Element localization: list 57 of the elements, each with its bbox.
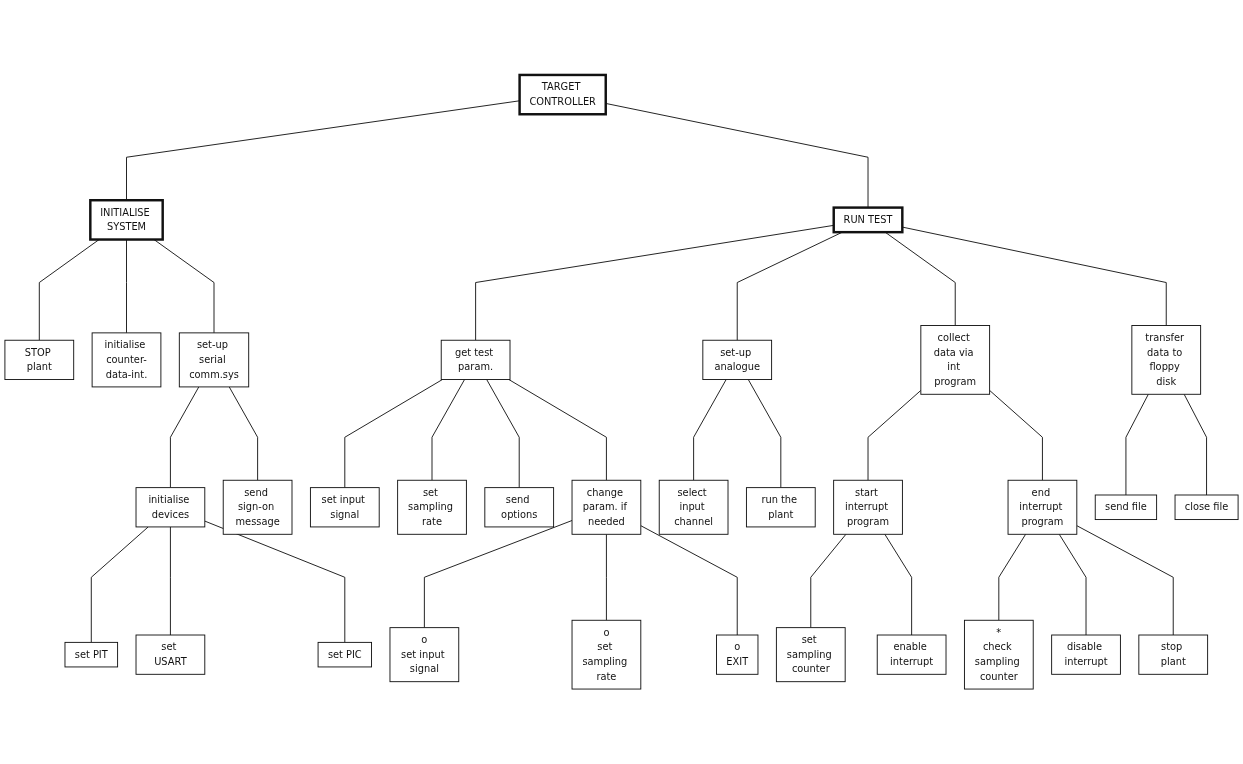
node-box: * check sampling counter (964, 619, 1034, 690)
node-box: send sign-on message (222, 479, 293, 535)
node-box: run the plant (745, 487, 816, 528)
node-box: set sampling counter (775, 627, 846, 683)
node-box: o set sampling rate (571, 619, 642, 690)
node-box: o set input signal (389, 627, 460, 683)
node-box: STOP plant (4, 339, 75, 380)
connector (508, 379, 607, 481)
node-box: initialise counter-data-int. (91, 332, 162, 388)
connector (431, 379, 465, 481)
node-box: INITIALISE SYSTEM (89, 199, 164, 241)
connector (423, 520, 573, 629)
node-box: get test param. (440, 339, 511, 380)
connector (1076, 525, 1174, 636)
node-box: end interrupt program (1007, 479, 1078, 535)
connector (747, 379, 782, 489)
connector (169, 526, 171, 636)
node-box: select input channel (658, 479, 729, 535)
connector (344, 379, 443, 489)
node-box: o EXIT (716, 634, 759, 675)
node-box: initialise devices (135, 487, 206, 528)
connector (126, 239, 127, 334)
node-box: close file (1174, 494, 1239, 520)
connector (90, 526, 149, 643)
node-box: start interrupt program (833, 479, 903, 535)
connector (1183, 393, 1207, 496)
node-box: send file (1094, 494, 1158, 520)
node-box: enable interrupt (876, 634, 947, 675)
node-box: send options (484, 487, 555, 528)
connector (228, 386, 259, 481)
connector (989, 389, 1043, 481)
connector (169, 386, 200, 489)
node-box: RUN TEST (832, 206, 904, 234)
connector (605, 533, 607, 621)
connector (1058, 533, 1087, 636)
node-box: stop plant (1138, 634, 1209, 675)
connector (884, 533, 913, 636)
connector (640, 525, 738, 636)
node-box: set-up analogue (702, 339, 773, 380)
node-box: disable interrupt (1051, 634, 1121, 675)
node-box: transfer data to floppy disk (1131, 325, 1202, 395)
node-box: collect data via int program (920, 325, 991, 395)
node-box: set PIT (64, 641, 119, 668)
connector (1125, 393, 1149, 496)
node-box: set sampling rate (397, 479, 467, 535)
node-box: TARGET CONTROLLER (518, 73, 607, 116)
connector (486, 379, 520, 489)
connector (810, 533, 847, 629)
connector (998, 533, 1027, 621)
connector (204, 520, 346, 643)
node-box: change param. if needed (571, 479, 642, 535)
node-box: set PIC (317, 641, 372, 668)
connector (693, 379, 727, 481)
node-box: set input signal (309, 487, 380, 528)
node-box: set-up serial comm.sys (178, 332, 250, 388)
node-box: set USART (135, 634, 206, 675)
connector (867, 389, 922, 481)
